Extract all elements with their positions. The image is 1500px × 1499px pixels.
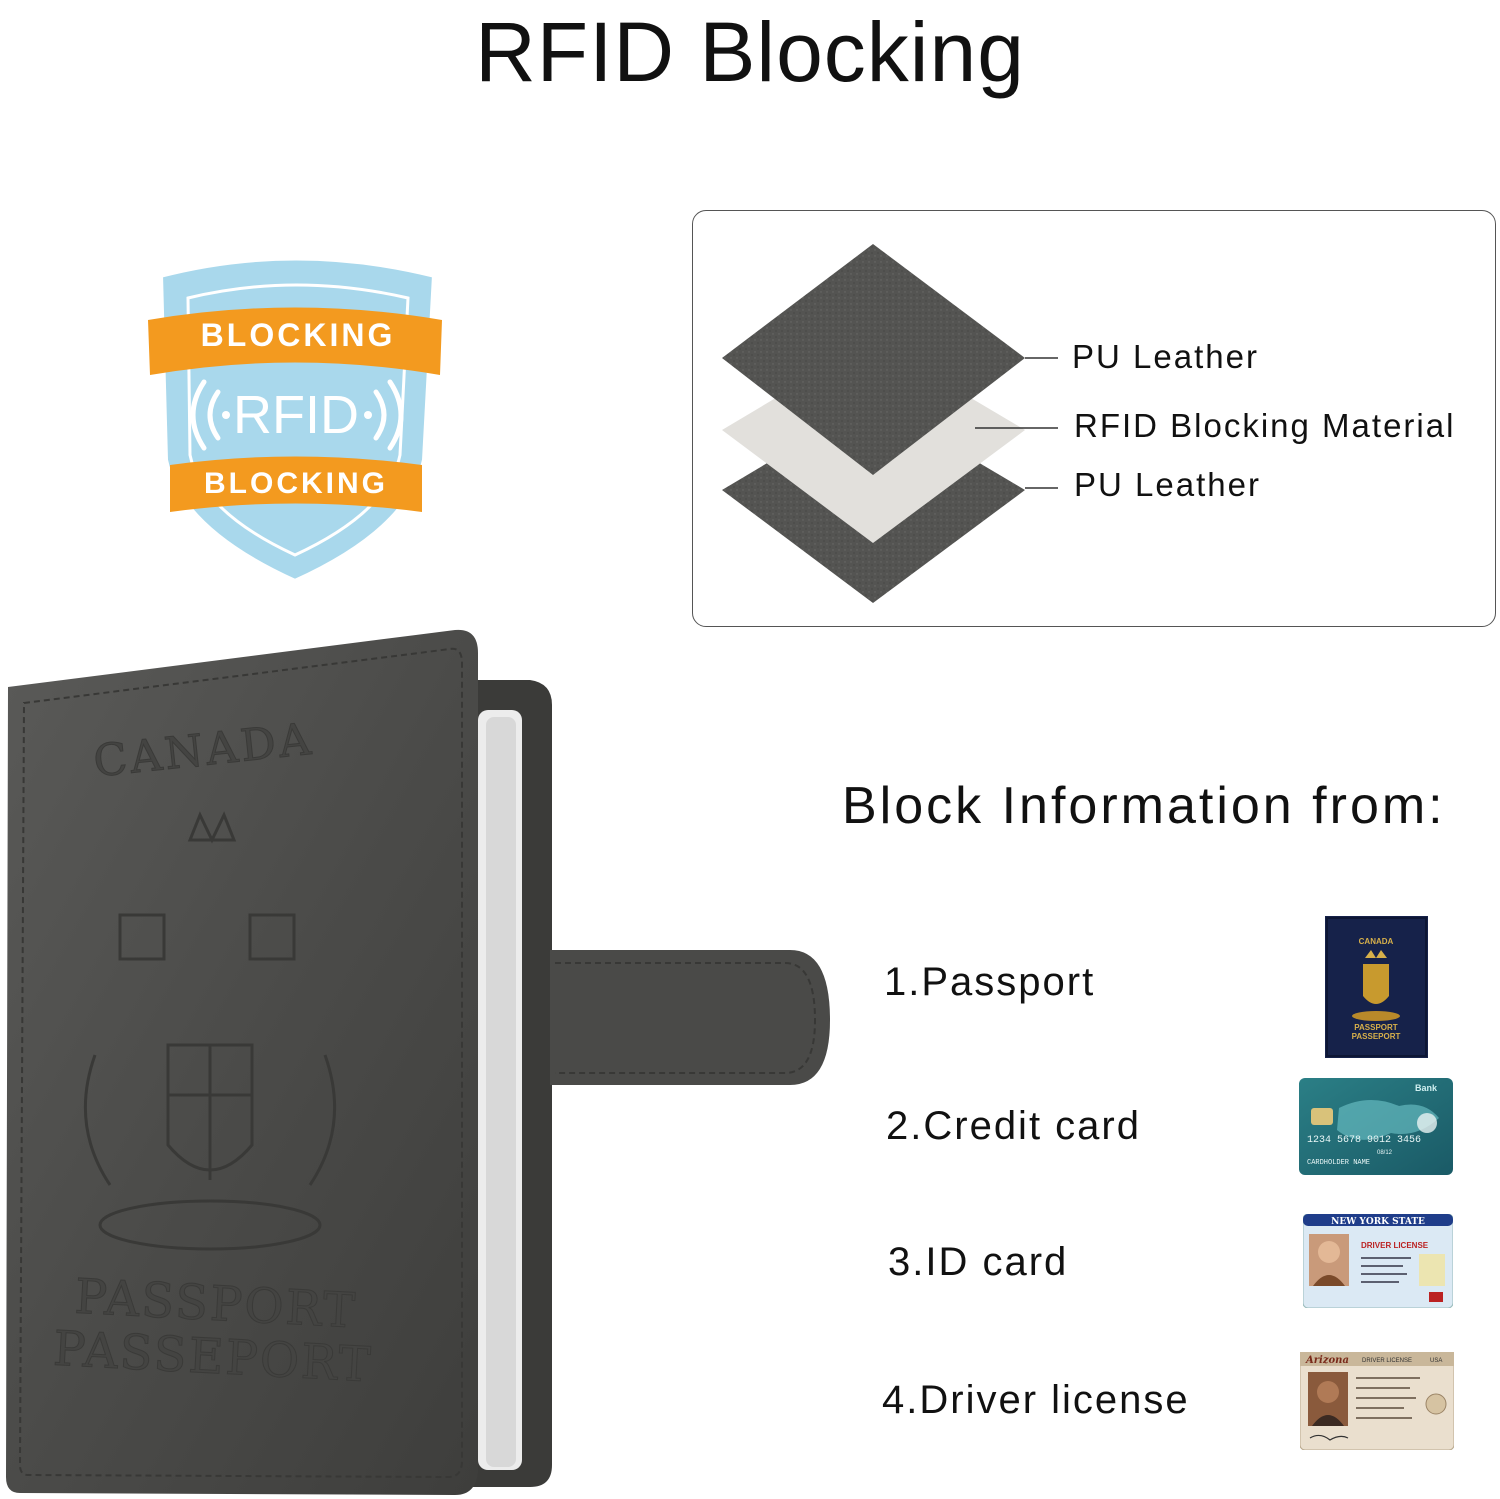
svg-text:PASSEPORT: PASSEPORT [1352,1032,1401,1041]
svg-text:Bank: Bank [1415,1083,1438,1093]
top-ribbon [148,307,442,375]
svg-text:1234 5678 9012 3456: 1234 5678 9012 3456 [1307,1135,1421,1146]
block-info-heading: Block Information from: [842,777,1446,835]
layer-label-bottom: PU Leather [1074,466,1261,503]
top-leather-layer [722,244,1025,475]
passport-wallet-image: CANADA PASSPORT PASSEPORT [6,629,830,1495]
svg-text:NEW YORK STATE: NEW YORK STATE [1331,1217,1425,1227]
list-item-id-card: 3.ID card [888,1240,1069,1284]
svg-text:DRIVER LICENSE: DRIVER LICENSE [1361,1241,1429,1250]
layer-label-middle: RFID Blocking Material [1074,407,1456,444]
driver-license-icon: Arizona DRIVER LICENSE USA [1300,1352,1454,1450]
credit-card-icon: Bank 1234 5678 9012 3456 08/12 CARDHOLDE… [1299,1078,1453,1175]
bottom-ribbon-text: BLOCKING [204,467,388,500]
signal-waves-icon [190,379,404,451]
list-item-credit-card: 2.Credit card [886,1104,1141,1148]
wallet-passport-text: PASSPORT [73,1269,358,1340]
rfid-blocking-badge: BLOCKING RFID BLOCKING [148,254,442,586]
svg-text:USA: USA [1430,1358,1442,1364]
rfid-text: RFID [233,385,359,445]
svg-text:08/12: 08/12 [1377,1150,1393,1156]
coat-of-arms-emblem [83,811,337,1251]
layer-diagram [722,244,1058,603]
svg-text:CARDHOLDER NAME: CARDHOLDER NAME [1307,1159,1370,1167]
svg-text:DRIVER LICENSE: DRIVER LICENSE [1362,1358,1412,1364]
top-ribbon-text: BLOCKING [201,317,396,353]
page-title: RFID Blocking [475,5,1025,99]
layer-label-top: PU Leather [1072,338,1259,375]
wallet-strap [550,950,830,1085]
id-card-icon: NEW YORK STATE DRIVER LICENSE [1303,1214,1453,1308]
svg-text:PASSPORT: PASSPORT [1354,1023,1398,1032]
passport-icon: CANADA PASSPORT PASSEPORT [1325,916,1428,1058]
svg-text:Arizona: Arizona [1305,1355,1349,1366]
bottom-ribbon [170,456,422,512]
list-item-passport: 1.Passport [884,960,1096,1004]
list-item-driver-license: 4.Driver license [882,1378,1190,1422]
svg-text:CANADA: CANADA [1359,937,1394,946]
wallet-front-cover [6,629,478,1495]
